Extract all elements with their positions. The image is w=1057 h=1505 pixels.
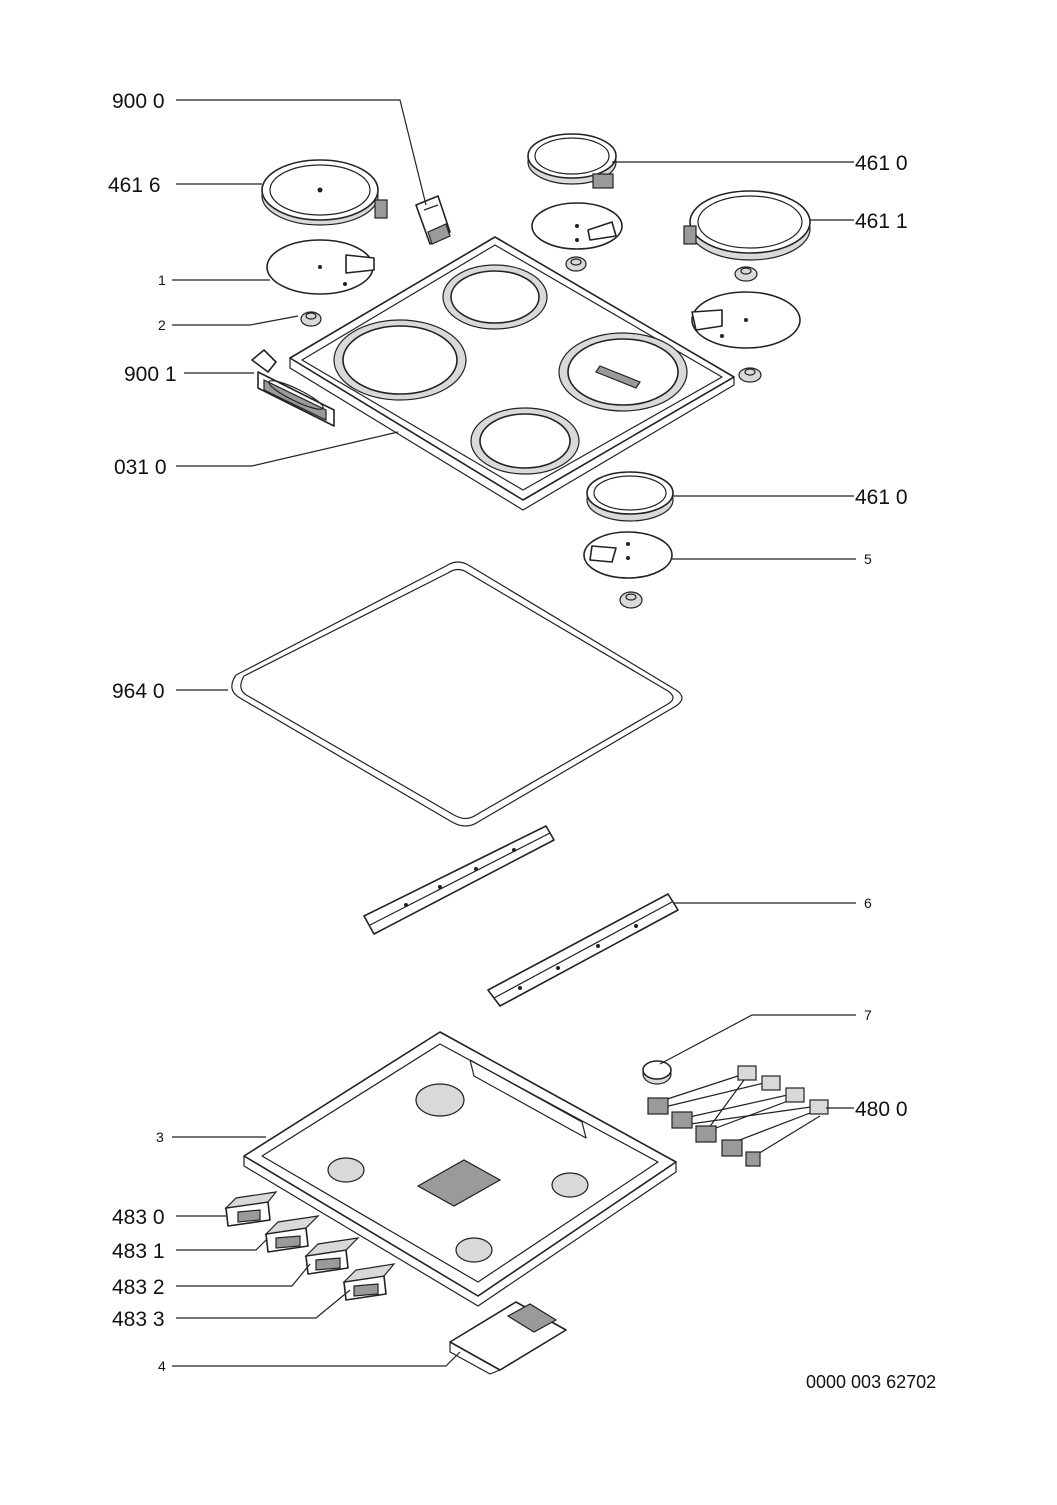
- cover-plate-part-4: [449, 1301, 567, 1375]
- label-461-0-lower: 461 0: [855, 486, 908, 509]
- nut-part-2: [300, 311, 322, 327]
- disc-right: [691, 291, 801, 349]
- leader-7: [659, 1014, 856, 1065]
- label-461-1: 461 1: [855, 210, 908, 233]
- leader-lines: [172, 99, 856, 1367]
- connector-block-483-3: [342, 1263, 396, 1301]
- leader-483-2: [176, 1263, 311, 1287]
- wiring-harness-480-0: [647, 1065, 829, 1167]
- nut-right-upper: [734, 266, 758, 282]
- rail-lower-part-6: [487, 893, 679, 1007]
- label-483-2: 483 2: [112, 1276, 165, 1299]
- label-483-3: 483 3: [112, 1308, 165, 1331]
- bracket-900-0: [415, 195, 451, 245]
- label-3: 3: [156, 1129, 164, 1145]
- leader-031-0: [176, 431, 399, 467]
- hotplate-461-1: [683, 190, 811, 261]
- label-900-1: 900 1: [124, 363, 177, 386]
- label-461-0-top: 461 0: [855, 152, 908, 175]
- connector-block-483-2: [304, 1237, 360, 1275]
- leader-4: [172, 1351, 461, 1367]
- cap-part-7: [642, 1060, 672, 1085]
- leader-2: [172, 315, 299, 326]
- leader-483-1: [176, 1239, 267, 1251]
- leader-483-3: [176, 1289, 351, 1319]
- hob-frame-031-0: [289, 236, 735, 511]
- hotplate-461-0-lower: [586, 471, 674, 522]
- label-2: 2: [158, 317, 166, 333]
- connector-block-483-0: [224, 1191, 278, 1227]
- nut-lower: [619, 591, 643, 609]
- label-483-1: 483 1: [112, 1240, 165, 1263]
- label-4: 4: [158, 1358, 166, 1374]
- label-480-0: 480 0: [855, 1098, 908, 1121]
- label-031-0: 031 0: [114, 456, 167, 479]
- drawing-number: 0000 003 62702: [806, 1372, 936, 1392]
- disc-part-5: [583, 531, 673, 579]
- disc-part-1: [266, 239, 375, 295]
- part-labels: 900 0 461 6 1 2 900 1 031 0 461 0 461 1 …: [108, 90, 936, 1392]
- label-483-0: 483 0: [112, 1206, 165, 1229]
- label-461-6: 461 6: [108, 174, 161, 197]
- hotplate-461-6: [261, 159, 388, 226]
- disc-461-0-top: [531, 202, 623, 250]
- label-7: 7: [864, 1007, 872, 1023]
- bracket-900-1: [251, 349, 335, 427]
- label-900-0: 900 0: [112, 90, 165, 113]
- rail-upper: [363, 825, 555, 935]
- bottom-tray-part-3: [243, 1031, 677, 1307]
- label-6: 6: [864, 895, 872, 911]
- gasket-964-0: [231, 561, 683, 827]
- hotplate-461-0-top: [527, 133, 617, 189]
- leader-900-0: [176, 99, 427, 206]
- label-964-0: 964 0: [112, 680, 165, 703]
- label-5: 5: [864, 551, 872, 567]
- nut-right-lower: [738, 367, 762, 383]
- nut-top-center: [565, 256, 587, 272]
- connector-block-483-1: [264, 1215, 320, 1253]
- label-1: 1: [158, 272, 166, 288]
